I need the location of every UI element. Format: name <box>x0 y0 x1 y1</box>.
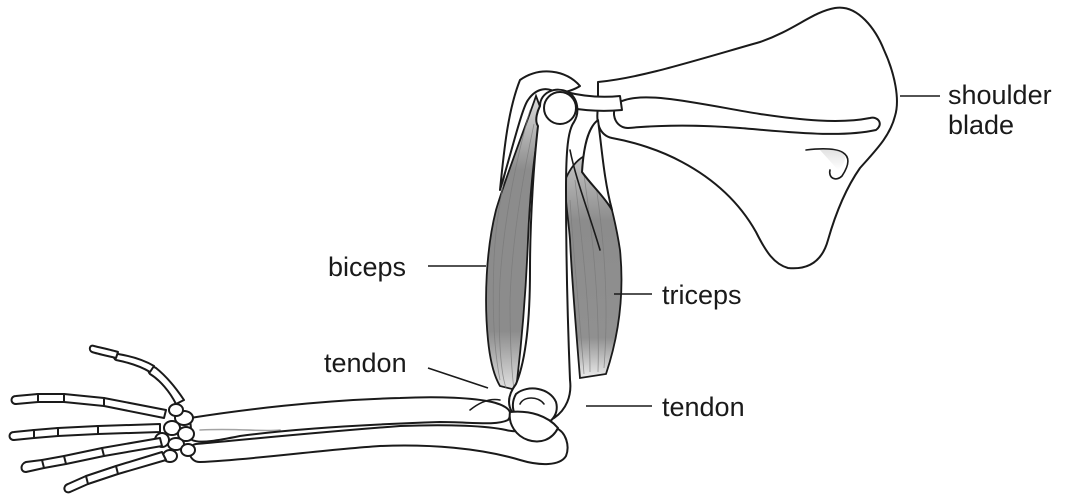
tendon-front-leader <box>428 368 488 388</box>
tendon-back-label: tendon <box>662 392 745 422</box>
thumb-bones <box>90 346 184 404</box>
triceps-label: triceps <box>662 280 742 310</box>
triceps-muscle <box>565 120 621 378</box>
tendon-front-label: tendon <box>324 348 407 378</box>
hand-bones <box>10 346 196 493</box>
shoulder-blade-label-line1: shoulder <box>948 80 1052 110</box>
shoulder-blade-label-line2: blade <box>948 110 1052 140</box>
shoulder-blade-label: shoulder blade <box>948 80 1052 140</box>
middle-finger-bones <box>10 424 161 440</box>
biceps-label: biceps <box>328 252 406 282</box>
index-finger-bones <box>12 394 167 418</box>
